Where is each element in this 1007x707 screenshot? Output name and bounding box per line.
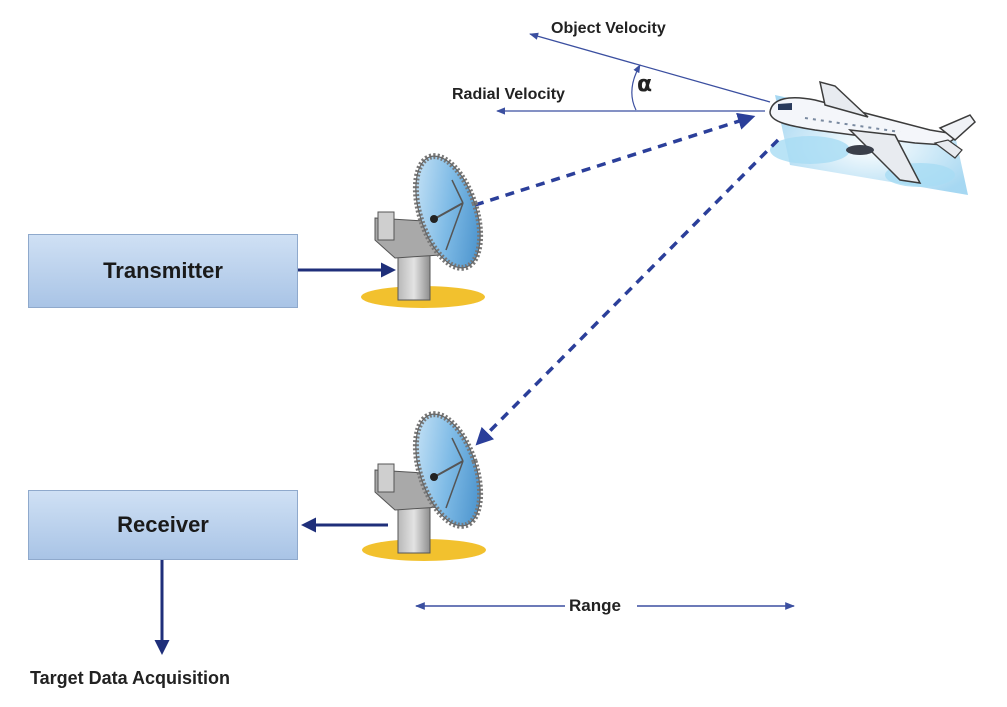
transmitter-box: Transmitter	[28, 234, 298, 308]
radial-velocity-label: Radial Velocity	[452, 86, 565, 103]
range-label: Range	[569, 596, 621, 615]
receiver-antenna-icon	[362, 411, 486, 561]
angle-label: α	[637, 72, 653, 97]
echo-beam	[475, 138, 780, 446]
airplane-icon	[769, 80, 976, 195]
receiver-box: Receiver	[28, 490, 298, 560]
transmit-beam	[474, 112, 756, 207]
target-data-acquisition-label: Target Data Acquisition	[30, 668, 231, 688]
object-velocity-label: Object Velocity	[551, 20, 666, 37]
transmitter-antenna-icon	[361, 153, 485, 308]
object-velocity-arrow	[529, 32, 771, 103]
angle-arc	[631, 64, 641, 111]
